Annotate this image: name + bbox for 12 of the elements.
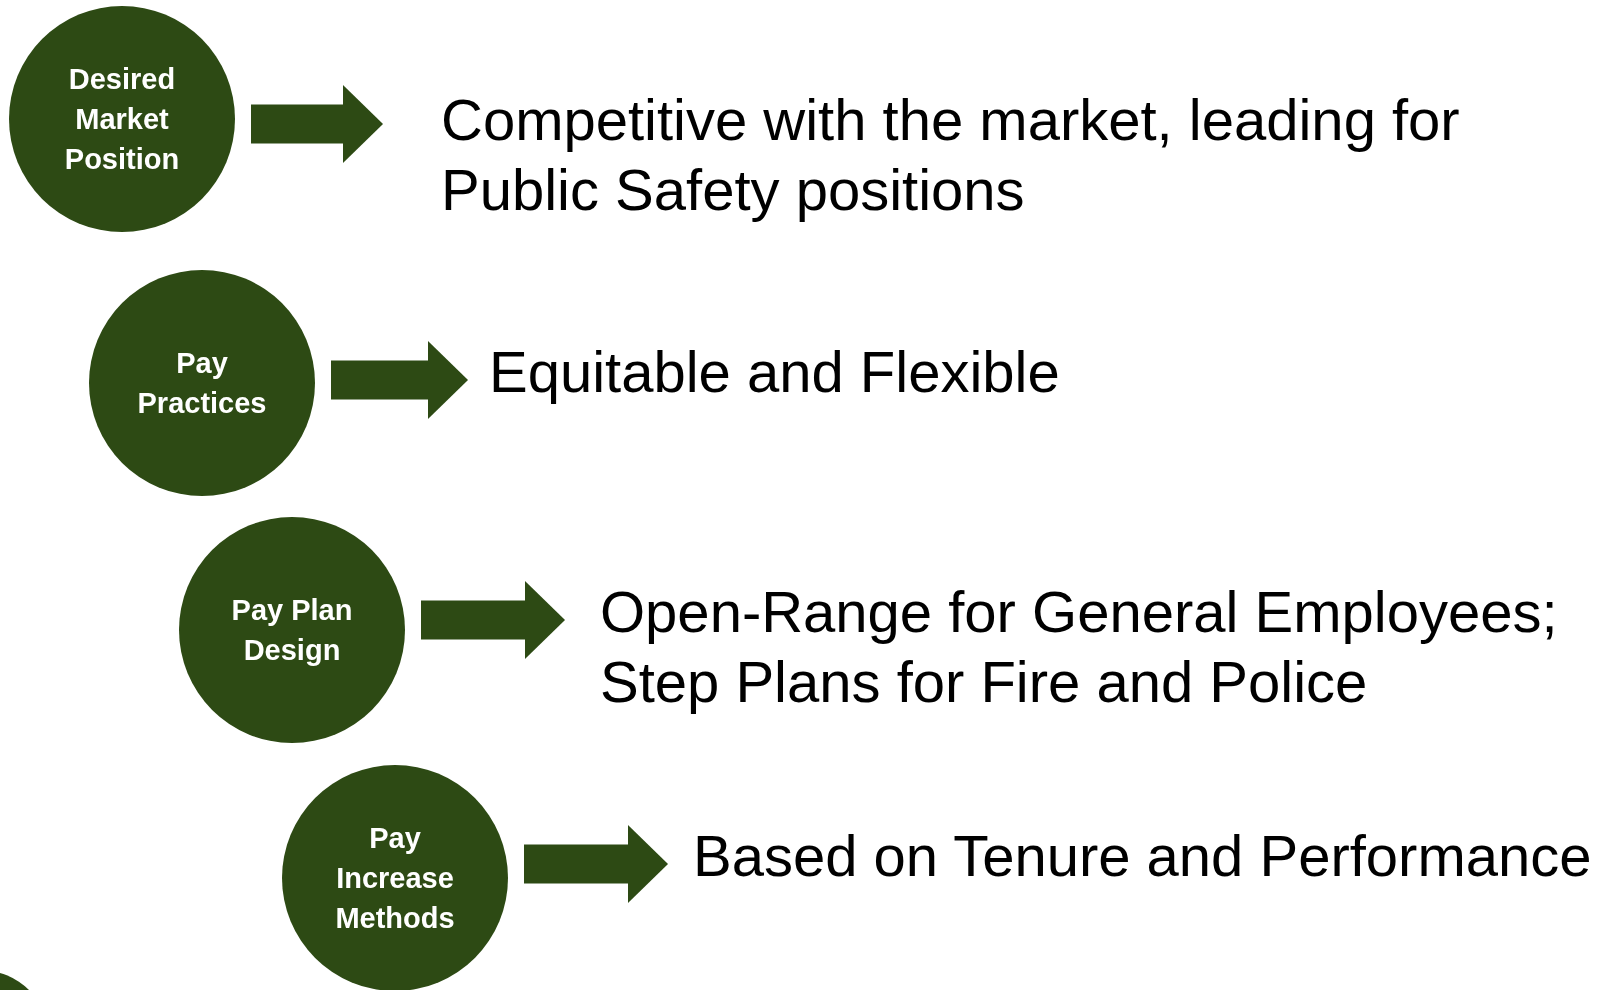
- block-arrow: [251, 85, 383, 163]
- description-text: Based on Tenure and Performance: [693, 822, 1592, 890]
- circle-label: Desired Market Position: [63, 62, 181, 177]
- circle-label: Pay Plan Design: [230, 593, 354, 668]
- description-text: Open-Range for General Employees; Step Plans for Fire and Police: [600, 578, 1559, 716]
- block-arrow: [524, 825, 668, 903]
- description-text: Competitive with the market, leading for Public Safety positions: [441, 86, 1461, 224]
- block-arrow: [421, 581, 565, 659]
- circle-label: Pay Practices: [136, 346, 268, 421]
- circle-label: Pay Increase Methods: [334, 821, 456, 936]
- description-text: Equitable and Flexible: [489, 338, 1060, 406]
- block-arrow: [331, 341, 468, 419]
